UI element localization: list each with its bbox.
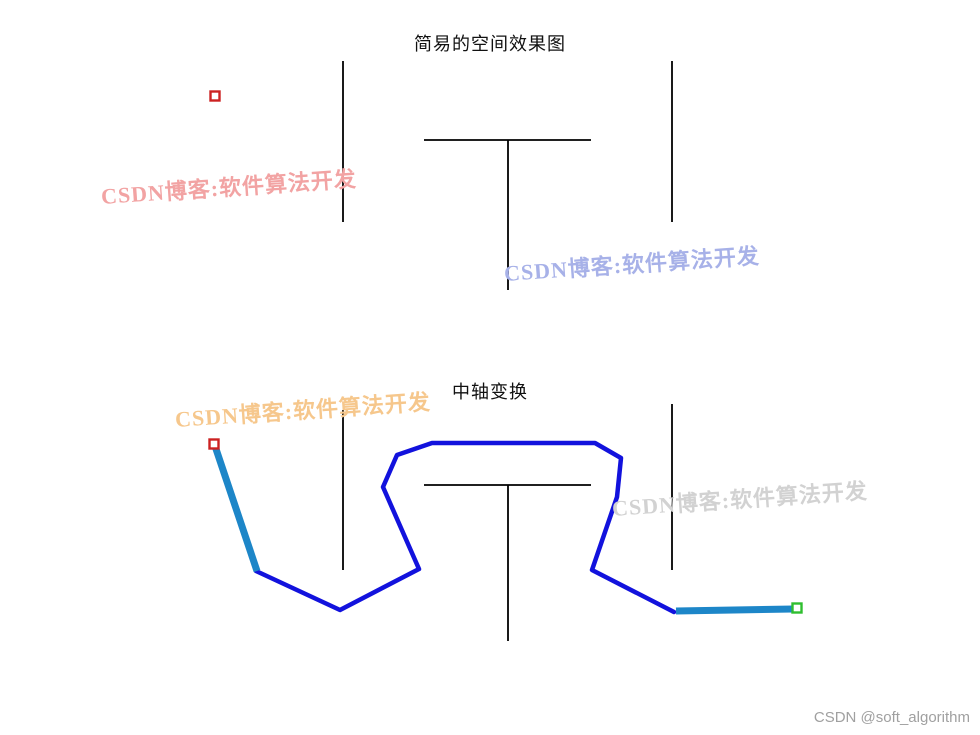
credit-text: CSDN @soft_algorithm	[813, 709, 970, 726]
path-tube-segment	[675, 605, 794, 615]
path-tube-segment	[211, 444, 261, 573]
start-marker	[208, 438, 220, 450]
end-marker	[791, 602, 803, 614]
top-figure-title: 简易的空间效果图	[414, 34, 566, 54]
bottom-figure-title: 中轴变换	[452, 382, 528, 402]
start-marker	[209, 90, 221, 102]
medial-axis-path	[253, 440, 677, 615]
